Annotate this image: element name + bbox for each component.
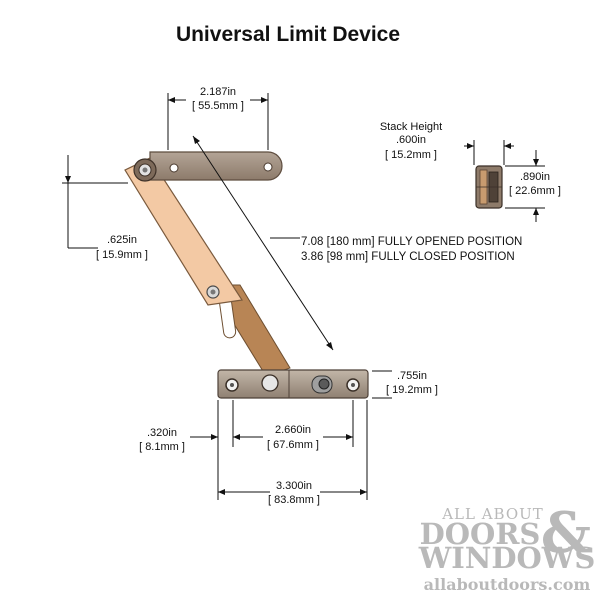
left-offset-inch: .625in (107, 234, 137, 246)
top-arm (149, 151, 283, 181)
track-height-mm: 19.2mm (392, 384, 432, 396)
watermark-line1: ALL ABOUT (441, 505, 544, 523)
stack-height-mm-bracketed: [ 15.2mm ] (385, 149, 437, 161)
overall-length-inch: 3.300in (276, 480, 312, 492)
watermark-logo: & ALL ABOUT DOORS WINDOWS allaboutdoors.… (418, 500, 596, 594)
stack-height-inch: .600in (396, 134, 426, 146)
end-offset-mm: 8.1mm (145, 441, 179, 453)
stack-height-label: Stack Height (380, 121, 442, 133)
watermark-line2: DOORS (420, 517, 541, 551)
overall-length-mm-bracketed: [ 83.8mm ] (268, 494, 320, 506)
side-height-inch: .890in (520, 171, 550, 183)
closed-position-label: 3.86 [98 mm] FULLY CLOSED POSITION (301, 251, 515, 263)
dimension-arrows (65, 97, 539, 495)
hole-span-inch: 2.660in (275, 424, 311, 436)
top-span-inch: 2.187in (200, 86, 236, 98)
left-offset-mm: 15.9mm (102, 249, 142, 261)
top-span-mm: 55.5mm (198, 100, 238, 112)
hole-span-mm: 67.6mm (273, 439, 313, 451)
end-offset-inch: .320in (147, 427, 177, 439)
diagram-title: Universal Limit Device (176, 23, 400, 46)
side-height-mm-bracketed: [ 22.6mm ] (509, 185, 561, 197)
hole-span-mm-bracketed: [ 67.6mm ] (267, 439, 319, 451)
opened-position-label: 7.08 [180 mm] FULLY OPENED POSITION (301, 236, 522, 248)
pivot-rivet (133, 158, 157, 182)
end-offset-mm-bracketed: [ 8.1mm ] (139, 441, 185, 453)
stack-height-mm: 15.2mm (391, 149, 431, 161)
top-span-mm-bracketed: [ 55.5mm ] (192, 100, 244, 112)
watermark-url: allaboutdoors.com (424, 575, 591, 594)
track-height-mm-bracketed: [ 19.2mm ] (386, 384, 438, 396)
slider-rivet (261, 374, 279, 392)
track-body (217, 369, 369, 399)
track-height-inch: .755in (397, 370, 427, 382)
side-height-mm: 22.6mm (515, 185, 555, 197)
side-view (475, 165, 503, 209)
left-offset-mm-bracketed: [ 15.9mm ] (96, 249, 148, 261)
watermark-line3: WINDOWS (418, 541, 596, 575)
watermark-ampersand: & (541, 500, 592, 566)
overall-length-mm: 83.8mm (274, 494, 314, 506)
